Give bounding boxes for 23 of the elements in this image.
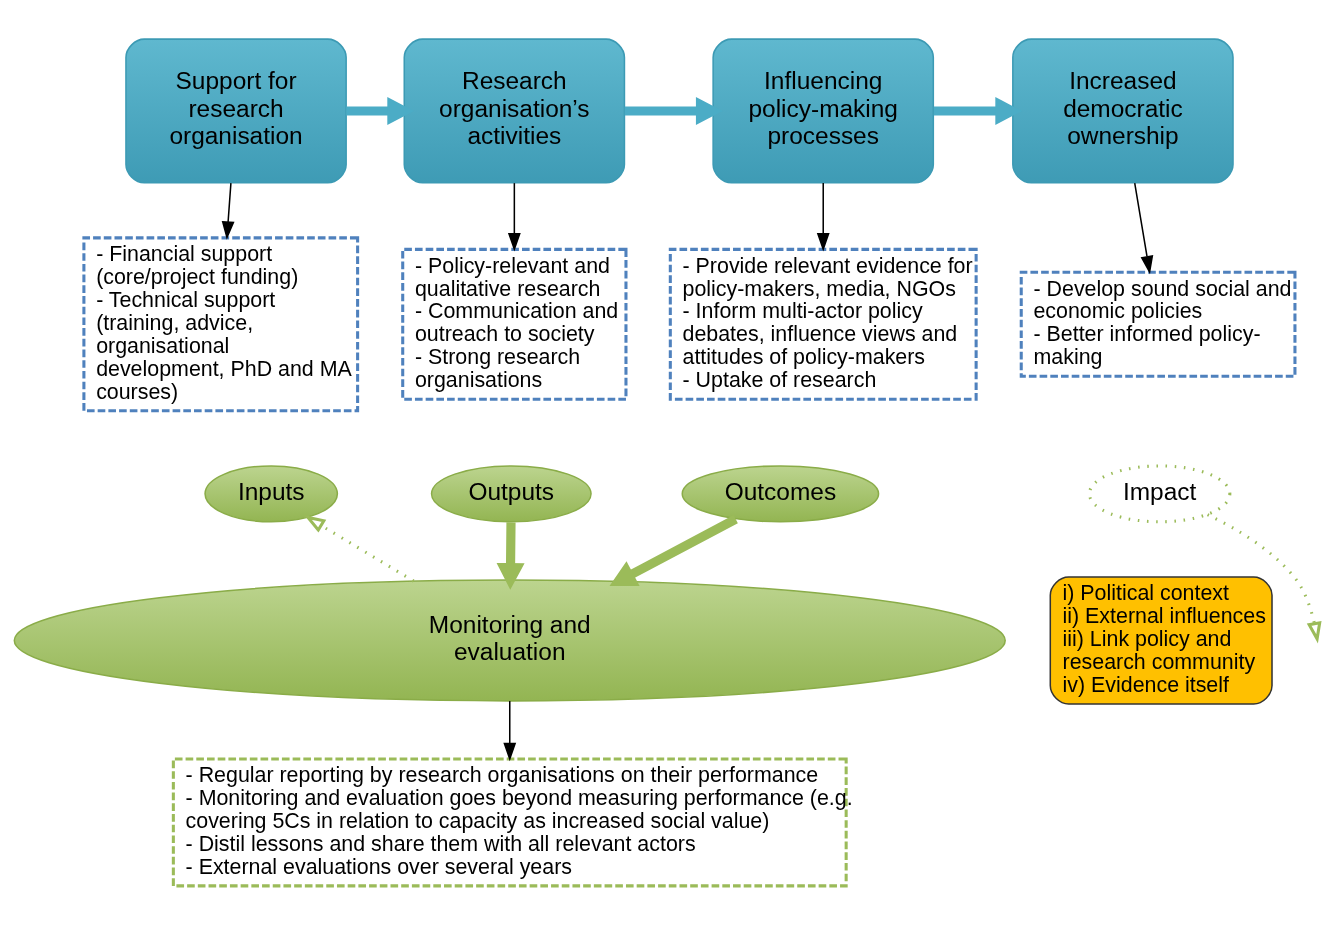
node-box: Influencing policy-making processes [712,38,935,184]
arrow [304,515,415,583]
node-ellipse: Outputs [430,465,592,523]
arrow [816,182,830,252]
node-ellipse: Monitoring and evaluation [13,579,1006,702]
node-box: - Provide relevant evidence for policy-makers, media, NGOs - Inform multi-actor policy debates, influence views and attitudes of policy-makers - Uptake of research [668,247,978,401]
node-box: - Develop sound social and economic policies - Better informed policy-making [1019,270,1297,378]
arrow [503,700,517,762]
arrow [496,522,525,590]
node-box: Support for research organisation [125,38,347,184]
arrow [507,182,521,252]
node-box: - Financial support (core/project funding) - Technical support (training, advice, organisational development, PhD and MA courses) [82,236,360,413]
node-box: Research organisation’s activities [403,38,626,184]
arrow [1206,513,1322,644]
arrow [609,515,738,587]
node-box: i) Political context ii) External influences iii) Link policy and research community iv) Evidence itself [1049,576,1273,705]
arrow [1133,182,1154,275]
node-ellipse: Impact [1087,464,1232,524]
node-ellipse: Inputs [204,465,339,523]
node-box: Increased democratic ownership [1012,38,1234,184]
node-ellipse: Outcomes [681,465,880,523]
node-box: - Policy-relevant and qualitative research - Communication and outreach to society - Strong research organisations [401,247,628,401]
arrow [221,182,235,240]
